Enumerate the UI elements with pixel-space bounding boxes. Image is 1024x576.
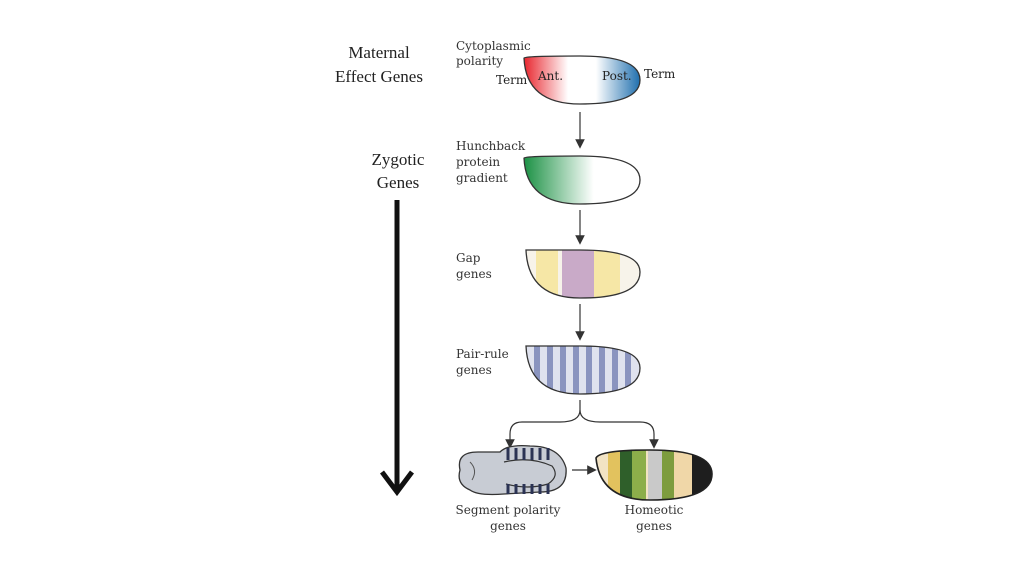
gap-egg-bands <box>526 250 640 298</box>
hunchback-label-line1: Hunchback <box>456 139 526 153</box>
time-arrow-head <box>380 470 414 497</box>
pairrule-stripe <box>547 346 553 394</box>
anterior-label: Ant. <box>537 69 563 83</box>
pairrule-label-line2: genes <box>456 363 492 377</box>
term-left-label: Term <box>496 73 528 87</box>
gap-egg <box>525 249 641 299</box>
pairrule-stripe <box>599 346 605 394</box>
arrow-pairrule-to-segment <box>505 400 581 449</box>
pairrule-label-line1: Pair-rule <box>456 347 509 361</box>
homeotic-egg <box>595 449 713 501</box>
pairrule-egg <box>525 345 641 395</box>
pairrule-stripe <box>612 346 618 394</box>
hunchback-egg <box>523 155 641 205</box>
pairrule-stripe <box>586 346 592 394</box>
homeotic-egg-bands <box>596 450 712 500</box>
segment-polarity-embryo <box>458 444 567 496</box>
cytoplasmic-label-line1: Cytoplasmic <box>456 39 531 53</box>
arrow-pairrule-to-homeotic <box>579 409 659 449</box>
polarity-egg <box>523 55 641 105</box>
segment-polarity-label-line1: Segment polarity <box>456 503 561 517</box>
posterior-label: Post. <box>602 69 632 83</box>
pairrule-stripe <box>573 346 579 394</box>
zygotic-label-line2: Genes <box>377 173 419 192</box>
hunchback-label-line2: protein <box>456 155 500 169</box>
pairrule-stripe <box>625 346 631 394</box>
maternal-label-line1: Maternal <box>348 43 410 62</box>
term-right-label: Term <box>644 67 676 81</box>
pairrule-egg-stripes <box>526 346 640 394</box>
homeotic-label-line2: genes <box>636 519 672 533</box>
zygotic-label-line1: Zygotic <box>372 150 425 169</box>
pairrule-stripe <box>560 346 566 394</box>
pairrule-stripe <box>534 346 540 394</box>
homeotic-label-line1: Homeotic <box>625 503 684 517</box>
segment-polarity-label-line2: genes <box>490 519 526 533</box>
cytoplasmic-label-line2: polarity <box>456 54 503 68</box>
hunchback-label-line3: gradient <box>456 171 508 185</box>
maternal-label-line2: Effect Genes <box>335 67 423 86</box>
gap-label-line2: genes <box>456 267 492 281</box>
gap-label-line1: Gap <box>456 251 481 265</box>
